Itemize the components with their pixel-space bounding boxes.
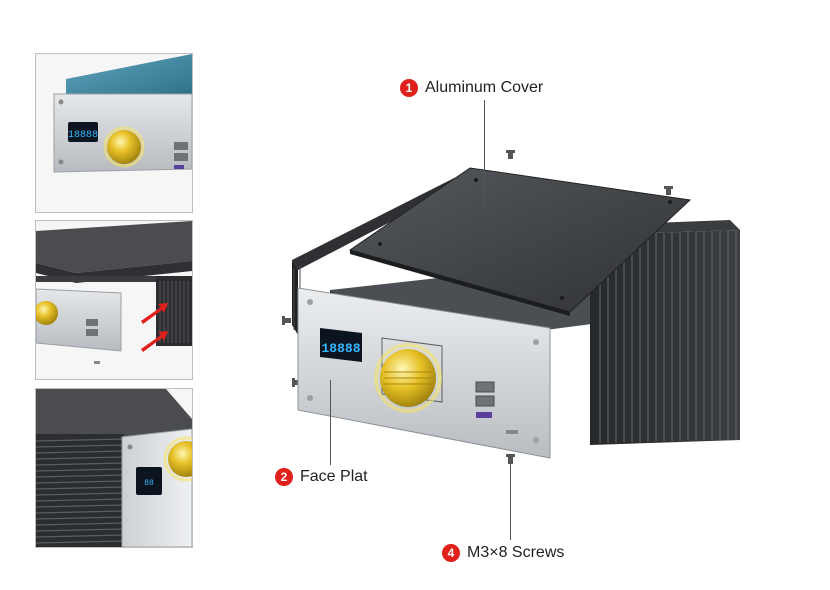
- leader-line-cover: [484, 100, 485, 208]
- thumbnail-front-panel[interactable]: 18888: [35, 53, 193, 213]
- volume-knob: [107, 130, 141, 164]
- usb-port-icon: [475, 395, 495, 407]
- arrow-icon: [141, 303, 168, 324]
- face-panel-shape: [36, 288, 122, 352]
- display-readout: 18888: [68, 130, 98, 141]
- thumbnail-assembly[interactable]: [35, 220, 193, 380]
- volume-knob: [168, 441, 192, 477]
- callout-number-badge: 1: [400, 79, 418, 97]
- aluminum-cover-plate: [348, 167, 692, 313]
- callout-screws: 4 M3×8 Screws: [442, 544, 564, 562]
- callout-number-badge: 2: [275, 468, 293, 486]
- display-screen: [136, 467, 162, 495]
- display-screen: [68, 122, 98, 142]
- callout-number-badge: 4: [442, 544, 460, 562]
- callout-label: Aluminum Cover: [425, 79, 544, 96]
- volume-knob: [36, 301, 58, 325]
- display-screen: [320, 328, 362, 362]
- display-readout: 18888: [321, 341, 360, 356]
- cover-top-shape: [66, 54, 192, 99]
- svg-text:88: 88: [144, 479, 154, 488]
- cover-top-shape: [36, 389, 192, 437]
- exploded-view-illustration: 18888: [282, 150, 740, 464]
- cover-plate-shape: [36, 221, 192, 273]
- usb-port-icon: [475, 381, 495, 393]
- arrow-icon: [141, 331, 168, 352]
- callout-face-plate: 2 Face Plat: [275, 468, 368, 486]
- thumbnail-side-heatsink[interactable]: 88: [35, 388, 193, 548]
- callout-label: Face Plat: [300, 468, 368, 485]
- leader-line-screws: [510, 462, 511, 540]
- leader-line-face: [330, 380, 331, 465]
- callout-aluminum-cover: 1 Aluminum Cover: [400, 79, 543, 97]
- callout-label: M3×8 Screws: [467, 544, 565, 561]
- right-heatsink: [590, 230, 740, 445]
